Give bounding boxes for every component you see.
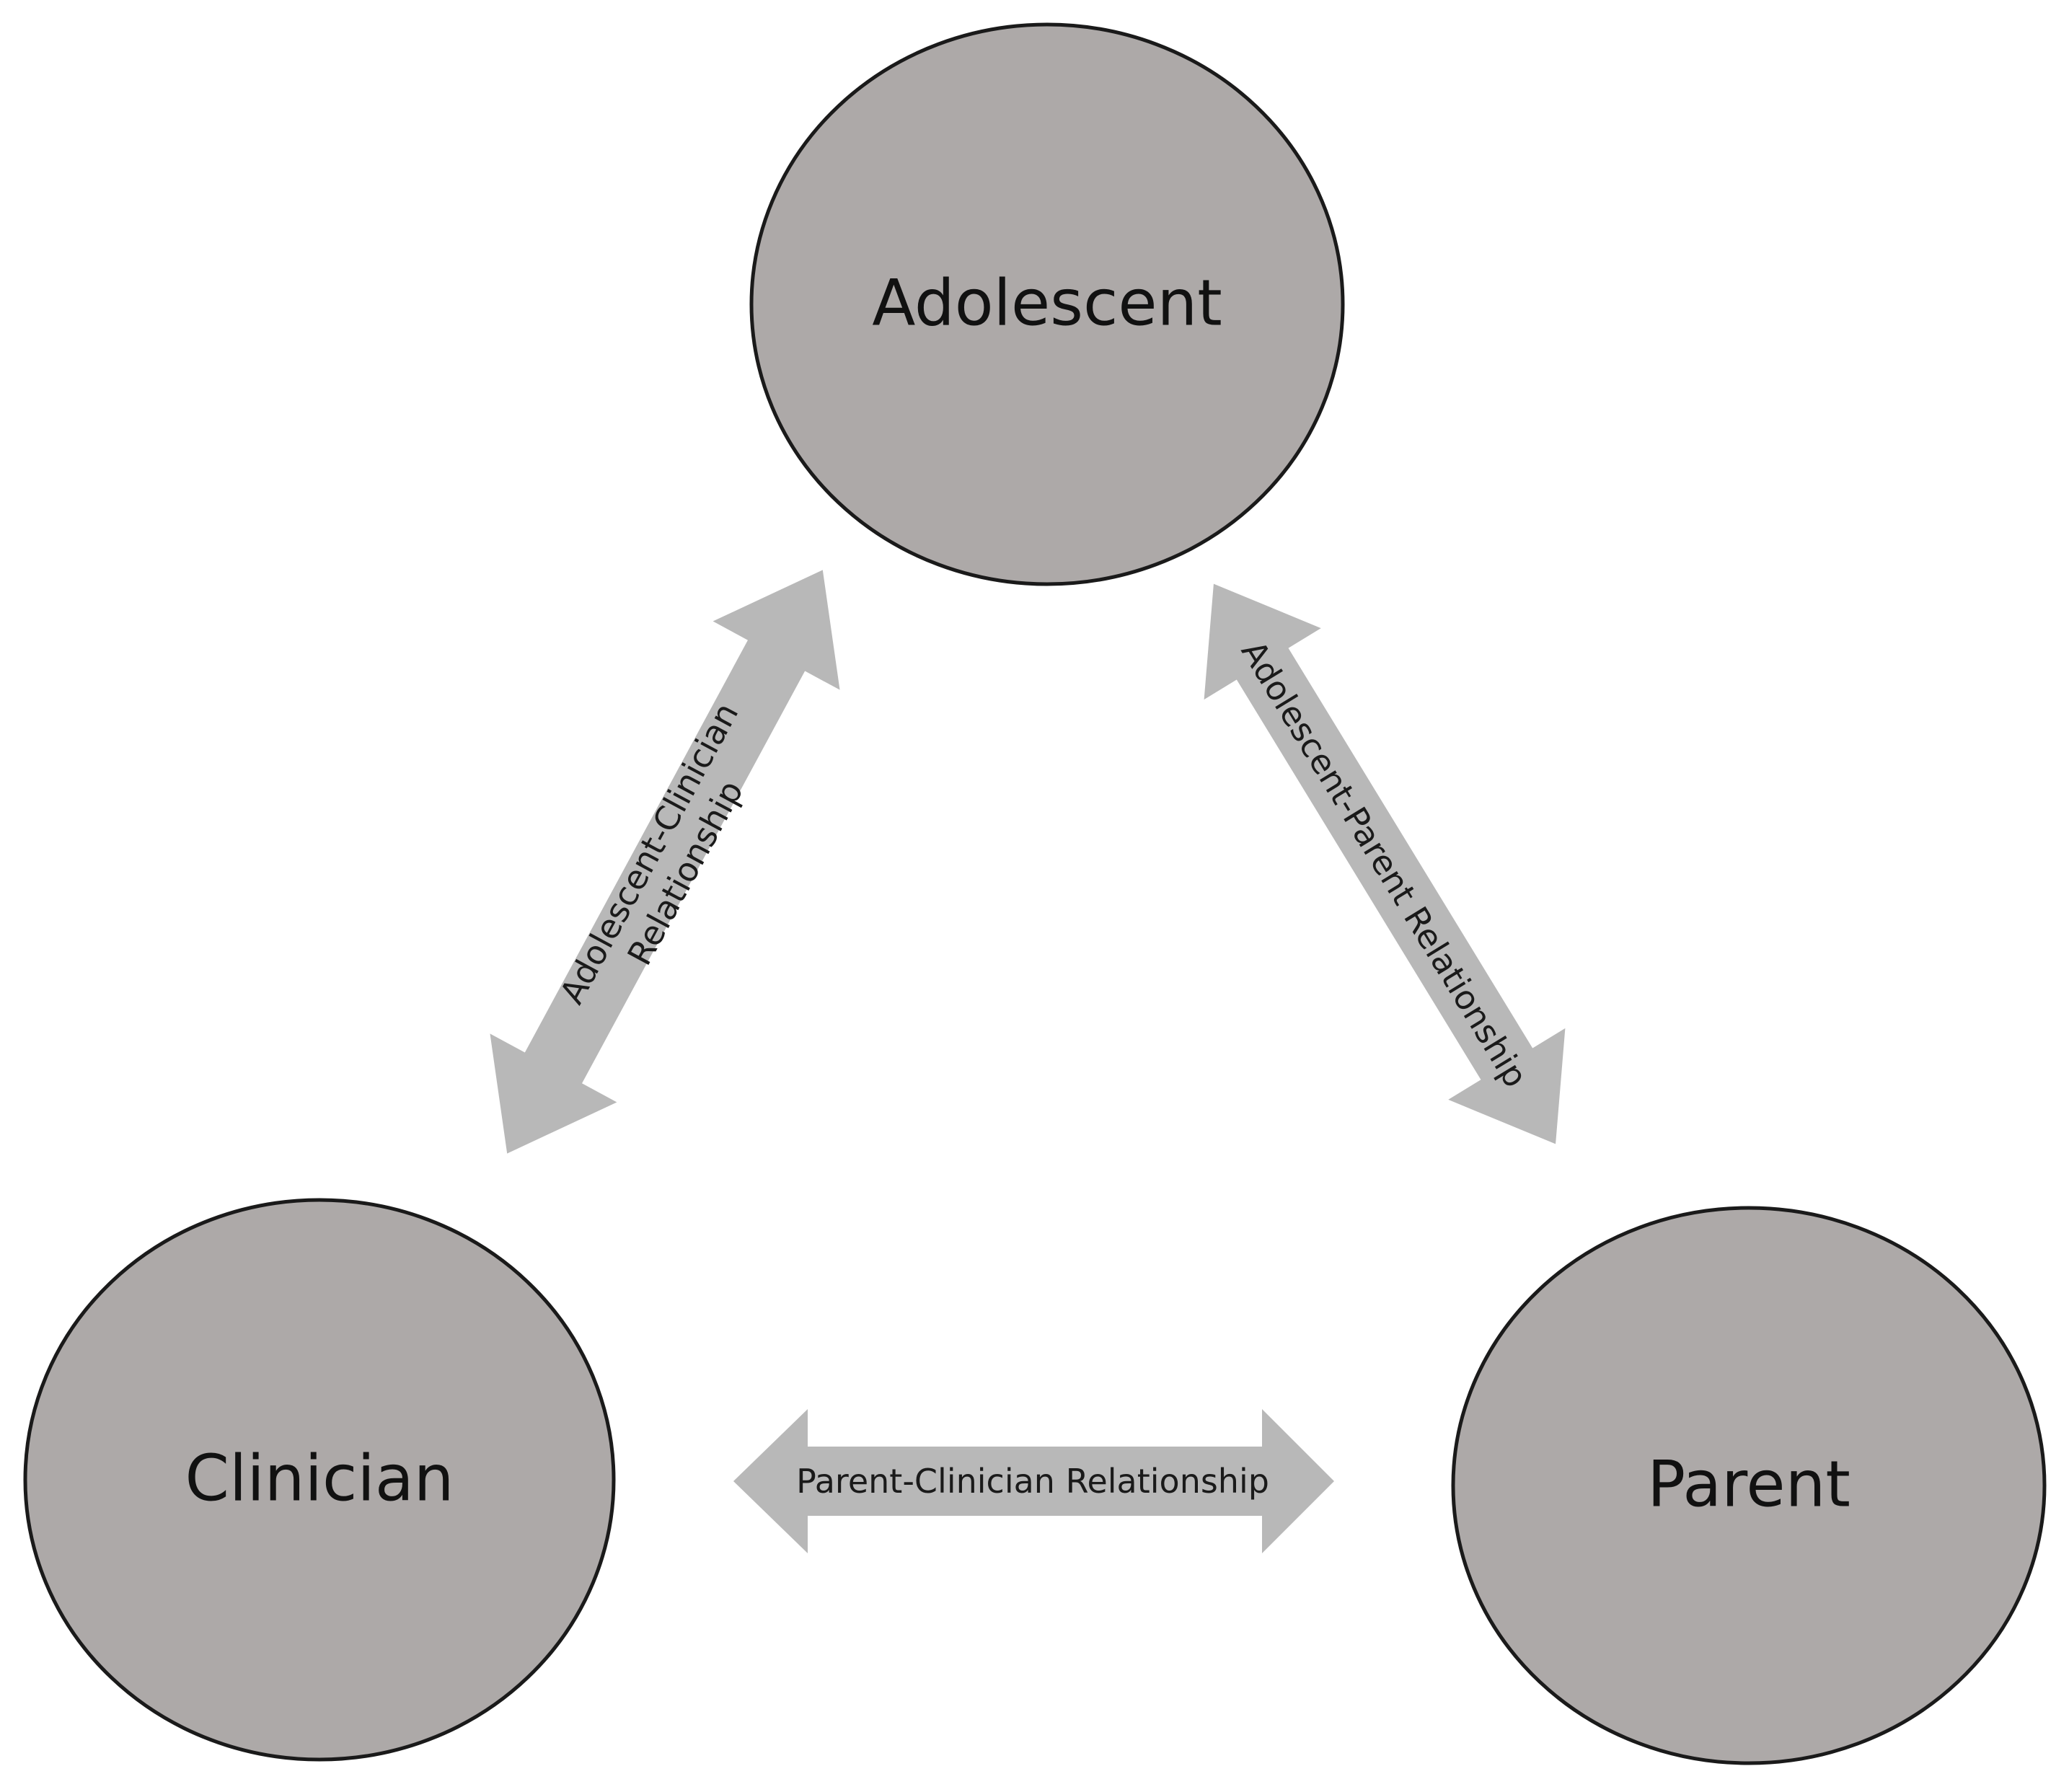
node-clinician-circle <box>23 1198 616 1762</box>
arrow-adolescent-parent-label: Adolescent-Parent Relationship <box>1234 634 1535 1094</box>
node-parent: Parent <box>1451 1206 2047 1765</box>
node-clinician-label: Clinician <box>185 1442 454 1516</box>
node-adolescent-circle <box>749 22 1345 586</box>
arrow-adolescent-parent-shape <box>1204 583 1566 1144</box>
node-adolescent: Adolescent <box>749 22 1345 586</box>
arrow-adolescent-parent: Adolescent-Parent Relationship <box>1204 583 1566 1144</box>
arrow-parent-clinician-label: Parent-Clinician Relationship <box>796 1462 1269 1501</box>
node-adolescent-label: Adolescent <box>872 266 1222 340</box>
node-clinician: Clinician <box>23 1198 616 1762</box>
arrow-adolescent-clinician-shape <box>490 570 840 1154</box>
arrow-adolescent-clinician: Adolescent-Clinician Relationship <box>490 570 840 1154</box>
node-parent-label: Parent <box>1647 1447 1850 1522</box>
arrow-parent-clinician: Parent-Clinician Relationship <box>733 1409 1334 1553</box>
node-parent-circle <box>1451 1206 2047 1765</box>
arrow-parent-clinician-shape <box>733 1409 1334 1553</box>
